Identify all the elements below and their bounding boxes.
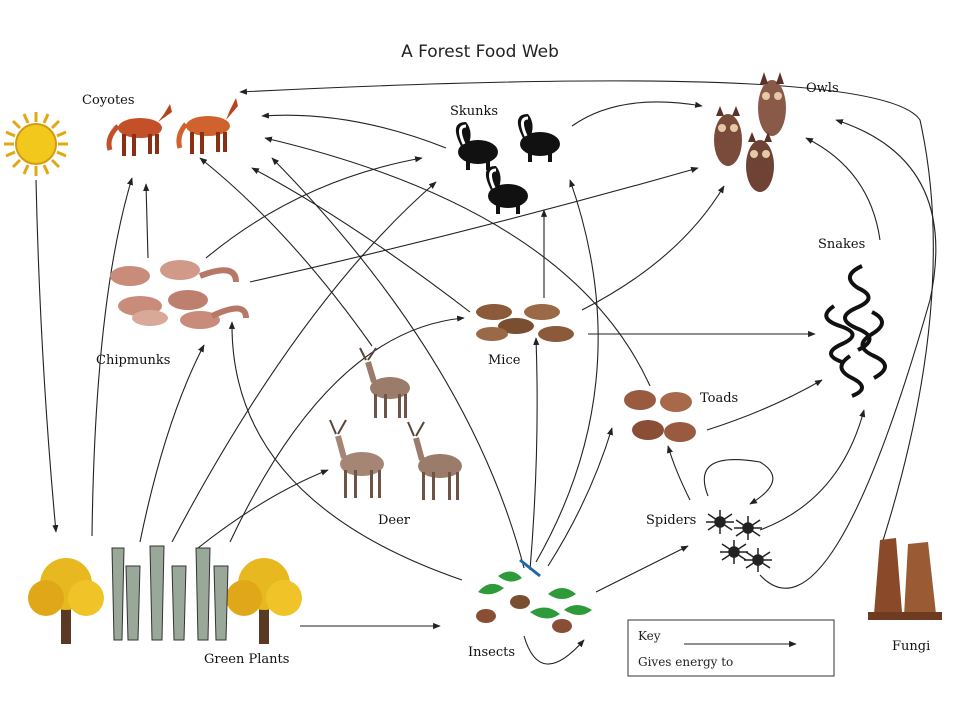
- insect-icon: [476, 558, 592, 633]
- arrow-fungi-to-coyotes: [239, 80, 934, 551]
- arrow-insects-loop: [523, 635, 585, 665]
- label-deer: Deer: [378, 513, 411, 528]
- plant-icon: [28, 545, 302, 644]
- arrow-skunks-to-coyotes: [261, 112, 447, 149]
- arrow-sun-to-plants: [35, 179, 59, 533]
- arrow-insects-to-coyotes-b: [271, 157, 525, 569]
- skunk-icon: [455, 114, 560, 214]
- deer-icon: [329, 347, 462, 500]
- arrow-deer-to-coyotes: [199, 157, 373, 347]
- toad-icon: [624, 390, 696, 442]
- arrow-mice-to-coyotes: [251, 167, 471, 313]
- label-snakes: Snakes: [818, 237, 865, 252]
- label-spiders: Spiders: [646, 513, 696, 528]
- arrow-insects-to-toads: [547, 427, 613, 567]
- label-coyotes: Coyotes: [82, 93, 135, 108]
- legend-key: Key Gives energy to: [627, 619, 835, 677]
- arrow-insects-to-chipmunks: [228, 321, 463, 581]
- key-heading: Key: [638, 629, 661, 643]
- owl-icon: [714, 72, 786, 192]
- label-green-plants: Green Plants: [204, 652, 289, 667]
- chipmunk-icon: [110, 260, 249, 329]
- arrow-chipmunks-to-owls: [249, 166, 699, 283]
- arrow-insects-to-mice: [529, 337, 540, 571]
- snake-icon: [824, 264, 887, 398]
- arrow-plants-to-deer: [197, 469, 329, 549]
- arrow-mice-to-owls: [581, 185, 725, 311]
- arrow-spiders-to-owls: [759, 119, 937, 589]
- fungi-icon: [868, 538, 942, 620]
- arrow-chipmunks-to-coyotes: [143, 183, 150, 259]
- arrow-plants-to-coyotes: [91, 177, 133, 537]
- coyote-icon: [106, 98, 238, 156]
- diagram-title: A Forest Food Web: [401, 42, 559, 62]
- arrow-toads-to-snakes: [706, 379, 823, 431]
- label-toads: Toads: [700, 391, 738, 406]
- arrow-spiders-to-snakes: [759, 409, 866, 531]
- label-fungi: Fungi: [892, 639, 930, 654]
- arrow-toads-to-coyotes: [264, 136, 651, 387]
- label-chipmunks: Chipmunks: [96, 353, 170, 368]
- arrow-chipmunks-to-skunks: [205, 156, 423, 259]
- label-mice: Mice: [488, 353, 521, 368]
- arrow-insects-to-skunks: [535, 179, 599, 563]
- arrow-snakes-to-owls: [805, 137, 881, 241]
- key-caption: Gives energy to: [638, 655, 733, 669]
- arrow-skunks-to-owls: [571, 101, 703, 127]
- label-insects: Insects: [468, 645, 515, 660]
- arrow-spiders-to-toads: [666, 445, 691, 501]
- arrow-spiders-loop: [703, 459, 774, 505]
- sun-icon: [4, 112, 68, 176]
- label-owls: Owls: [806, 81, 839, 96]
- spider-icon: [706, 510, 772, 572]
- label-skunks: Skunks: [450, 104, 498, 119]
- energy-arrows: [35, 80, 937, 665]
- mouse-icon: [476, 304, 574, 342]
- arrow-plants-to-skunks: [171, 181, 437, 543]
- arrow-plants-to-chipmunks: [139, 344, 205, 543]
- arrow-insects-to-spiders: [595, 545, 689, 593]
- arrow-plants-to-mice: [229, 315, 465, 543]
